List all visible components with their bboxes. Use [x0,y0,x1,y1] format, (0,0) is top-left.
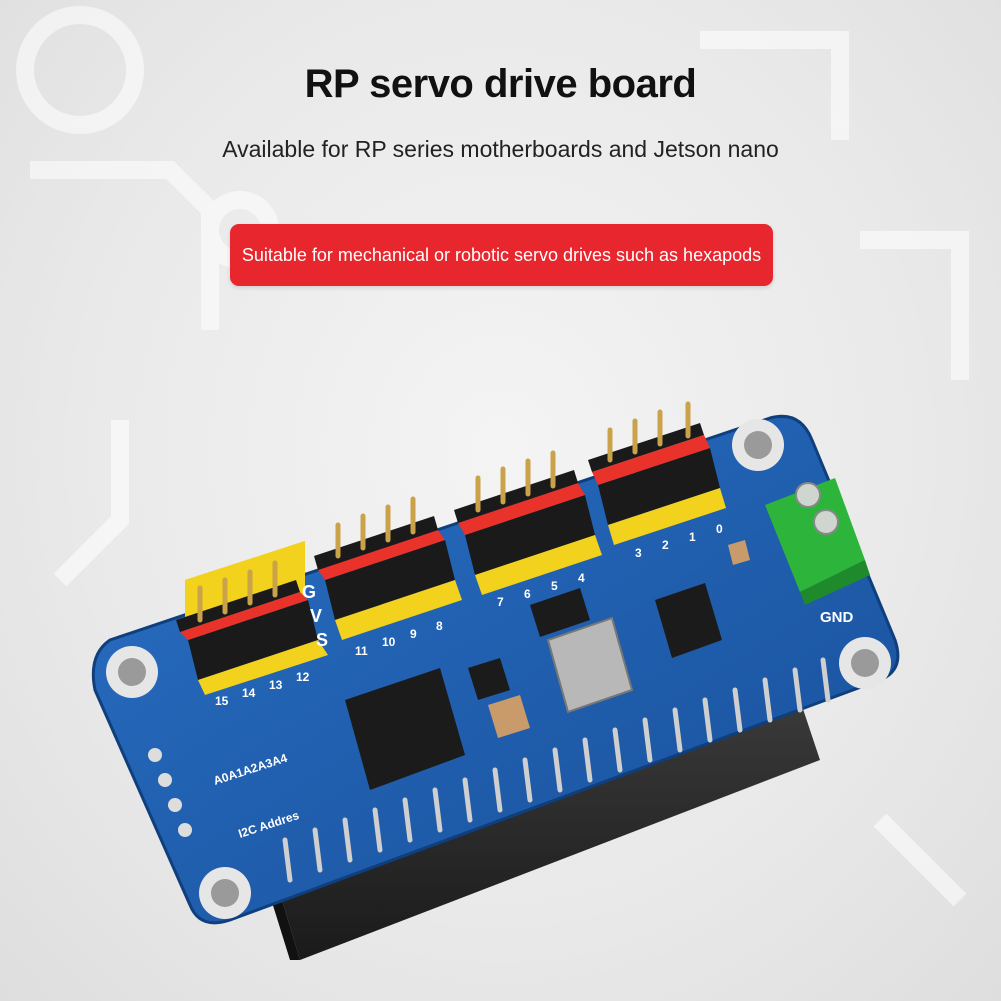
screw-terminal [765,478,870,605]
channel-label: 9 [410,627,417,641]
channel-label: 3 [635,546,642,560]
servo-headers [176,423,726,695]
page-title: RP servo drive board [304,62,697,106]
mounting-holes [106,419,891,919]
side-pads [148,748,192,837]
channel-label: 8 [436,619,443,633]
channel-label: 15 [215,694,229,708]
channel-label: 2 [662,538,669,552]
bottom-header-block [270,700,820,960]
gnd-label: GND [820,609,854,626]
channel-label: 11 [355,644,368,658]
ic-chips [345,540,750,790]
channel-label: 14 [242,686,256,700]
channel-label: 1 [689,530,696,544]
channel-label: 12 [296,670,310,684]
channel-label: 4 [578,571,585,585]
channel-label: 10 [382,635,396,649]
channel-label: 13 [269,678,283,692]
channel-label: 5 [551,579,558,593]
channel-label: 6 [524,587,531,601]
header-pins [197,401,691,623]
pin-label-g: G [302,582,316,602]
pin-label-s: S [316,630,328,650]
feature-badge: Suitable for mechanical or robotic servo… [230,224,773,286]
gpio-pins [282,657,831,883]
pin-label-v: V [310,606,322,626]
channel-label: 7 [497,595,504,609]
channel-label: 0 [716,522,723,536]
page-subtitle: Available for RP series motherboards and… [222,136,779,162]
